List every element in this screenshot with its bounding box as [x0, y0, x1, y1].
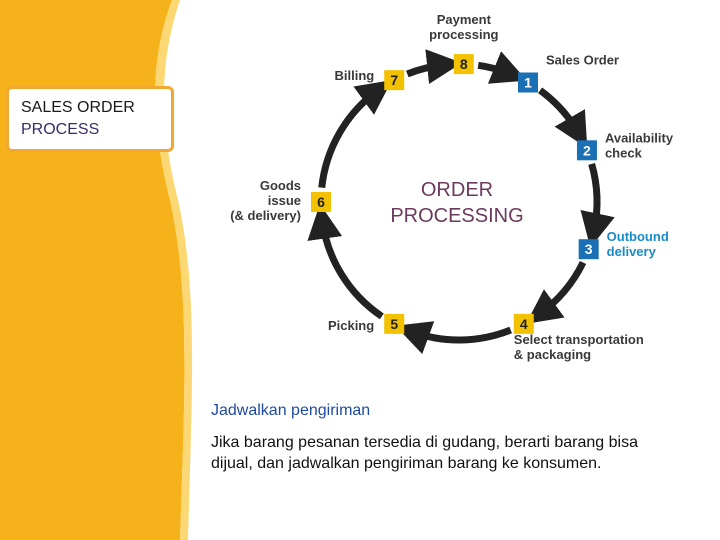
center-label-line1: ORDER [421, 179, 493, 201]
slide-title-line1: SALES ORDER [21, 99, 135, 117]
step-label: Outbound [607, 229, 669, 244]
step-number: 7 [390, 72, 398, 88]
step-label: (& delivery) [230, 208, 301, 223]
step-label: Sales Order [546, 52, 619, 67]
cycle-arrow [322, 90, 378, 187]
cycle-arrow [412, 330, 511, 340]
slide-title-box: SALES ORDER PROCESS [6, 86, 174, 152]
caption-title: Jadwalkan pengiriman [211, 402, 370, 420]
cycle-arrow [407, 65, 444, 74]
step-label: delivery [607, 244, 657, 259]
step-number: 4 [520, 316, 528, 332]
step-7: 7 Billing [334, 68, 404, 90]
caption-body: Jika barang pesanan tersedia di gudang, … [211, 432, 681, 474]
cycle-arrow [592, 164, 597, 231]
cycle-arrows [322, 65, 597, 340]
step-label: processing [429, 27, 498, 42]
step-label: Select transportation [514, 332, 644, 347]
slide-title-line2: PROCESS [21, 121, 99, 139]
step-label: issue [268, 193, 301, 208]
step-label: Goods [260, 178, 301, 193]
step-number: 3 [585, 241, 593, 257]
step-label: Picking [328, 318, 374, 333]
step-number: 8 [460, 56, 468, 72]
step-label: Billing [334, 68, 374, 83]
step-1: 1 Sales Order [518, 52, 619, 92]
step-number: 5 [390, 316, 398, 332]
center-label-line2: PROCESSING [390, 205, 523, 227]
step-label: check [605, 145, 643, 160]
cycle-arrow [322, 221, 381, 316]
step-label: Availability [605, 130, 674, 145]
step-label: Payment [437, 12, 492, 27]
cycle-arrow [540, 262, 583, 313]
cycle-arrow [540, 90, 578, 133]
step-number: 2 [583, 142, 591, 158]
step-5: 5 Picking [328, 314, 404, 334]
step-number: 1 [524, 74, 532, 90]
cycle-arrow [478, 65, 510, 74]
step-label: & packaging [514, 347, 591, 362]
step-number: 6 [317, 194, 325, 210]
